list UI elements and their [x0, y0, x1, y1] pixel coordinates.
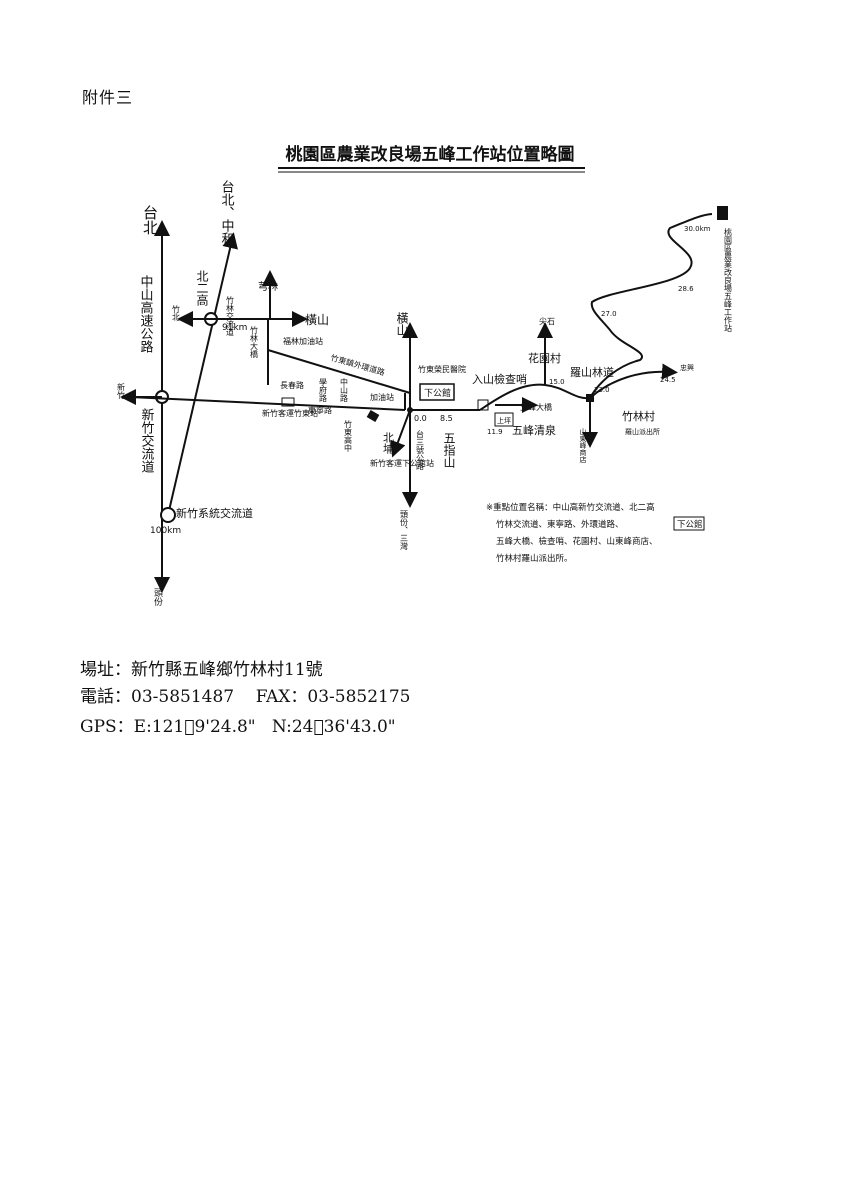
note-boxed: 下公館	[677, 519, 703, 530]
label-91km: 91km	[222, 323, 247, 333]
zhudong-bypass-road	[267, 349, 411, 394]
xiagongguan-box	[419, 383, 455, 401]
label-prov3: 台三號公路	[416, 429, 425, 470]
note-line-1: ※重點位置名稱：中山高新竹交流道、北二高	[486, 502, 655, 513]
label-km286: 28.6	[678, 285, 694, 293]
label-qionglin: 芎林	[258, 280, 278, 293]
label-wuzhishan: 五指山	[442, 432, 456, 468]
label-toufen-sanwan: 頭份、三灣	[400, 510, 409, 551]
to-zhongxing-road	[589, 363, 678, 399]
label-zhongshan-rd: 中山路	[340, 377, 349, 402]
system-interchange-marker	[160, 507, 176, 523]
label-fulin-gas: 福林加油站	[283, 336, 323, 346]
label-km245: 24.5	[660, 376, 676, 384]
zhudong-high-marker	[366, 410, 380, 422]
gps-line: GPS：E:121゚9'24.8" N:24゚36'43.0"	[80, 717, 396, 737]
label-hsinchu-bus-xiagongguan: 新竹客運下公館站	[370, 458, 434, 468]
label-hsinchu-bus-zhudong: 新竹客運竹東站	[262, 408, 318, 418]
label-zhulin-village: 竹林村	[622, 409, 655, 423]
address-line: 場址：新竹縣五峰鄉竹林村11號	[80, 660, 323, 680]
location-map: 桃園區農業改良場五峰工作站位置略圖 台北	[117, 144, 733, 607]
zhudong-center	[407, 407, 413, 413]
label-system-interchange: 新竹系統交流道	[176, 506, 253, 520]
label-km0: 0.0	[414, 414, 427, 423]
zhulin-village-marker	[586, 394, 594, 402]
shangping-box	[494, 412, 514, 427]
label-taipei-zhonghe: 台北、中和	[219, 180, 235, 245]
attachment-label: 附件三	[82, 88, 134, 107]
label-xiagongguan: 下公館	[424, 387, 451, 399]
label-zhubei: 竹北	[172, 304, 181, 322]
label-luoshan-police: 羅山派出所	[625, 427, 660, 436]
label-zhudong-hospital: 竹東榮民醫院	[418, 364, 466, 374]
label-beipu: 北埔	[382, 432, 395, 454]
label-north2: 北二高	[195, 270, 209, 307]
label-changchun-rd: 長春路	[280, 380, 304, 390]
phone-line: 電話：03-5851487 FAX：03-5852175	[80, 687, 411, 707]
zhudong-station-marker	[281, 397, 295, 407]
label-zhudong-bypass: 竹東鎮外環道路	[329, 352, 386, 377]
checkpoint-mark	[477, 399, 489, 411]
label-station: 桃園區農業改良場五峰工作站	[724, 227, 733, 333]
label-checkpoint: 入山檢查哨	[472, 372, 527, 386]
label-xuefu-rd: 學府路	[319, 377, 328, 402]
note-line-3: 五峰大橋、檢查哨、花園村、山東峰商店、	[496, 536, 658, 547]
label-km27: 27.0	[601, 310, 617, 318]
station-road	[589, 213, 713, 399]
label-jianshi: 尖石	[539, 316, 555, 326]
label-hsinchu: 新竹	[117, 382, 126, 400]
to-beipu-road	[390, 409, 411, 458]
label-100km: 100km	[150, 526, 181, 536]
label-wufeng-spring: 五峰清泉	[512, 423, 556, 437]
label-shandongfeng-store: 山東峰商店	[579, 427, 587, 464]
note-box	[673, 516, 705, 531]
station-marker	[717, 206, 728, 220]
label-huayuan: 花園村	[528, 351, 561, 365]
label-zhulin-bridge: 竹林大橋	[250, 325, 259, 359]
label-km15: 15.0	[549, 378, 565, 386]
hsinchu-zhudong-road	[129, 396, 406, 411]
label-shangping: 上坪	[497, 416, 511, 425]
label-wufeng-bridge: 五峰大橋	[520, 402, 552, 412]
label-zhongxing: 忠興	[680, 363, 694, 372]
label-toufen: 頭份	[152, 588, 163, 607]
note-line-4: 竹林村羅山派出所。	[496, 553, 573, 564]
label-km85: 8.5	[440, 414, 453, 423]
label-zhulin-interchange: 竹林交流道	[226, 295, 235, 337]
north2-highway-road	[167, 232, 238, 516]
label-km119: 11.9	[487, 428, 503, 436]
label-taipei: 台北	[141, 205, 159, 235]
label-zhongshan-highway: 中山高速公路	[138, 275, 154, 353]
map-title: 桃園區農業改良場五峰工作站位置略圖	[286, 144, 575, 165]
label-hengshan-b: 橫山	[395, 312, 409, 336]
label-dongning-rd: 東寧路	[308, 405, 332, 415]
label-km30: 30.0km	[684, 225, 711, 233]
label-gas-station: 加油站	[370, 392, 394, 402]
label-km23: 23.0	[594, 386, 610, 394]
label-luoshan-road: 羅山林道	[570, 365, 614, 379]
label-hengshan-a: 橫山	[305, 313, 329, 327]
label-hsinchu-interchange: 新竹交流道	[139, 407, 155, 473]
label-zhudong-high: 竹東高中	[344, 419, 353, 453]
note-line-2: 竹林交流道、東寧路、外環道路、	[496, 519, 624, 530]
